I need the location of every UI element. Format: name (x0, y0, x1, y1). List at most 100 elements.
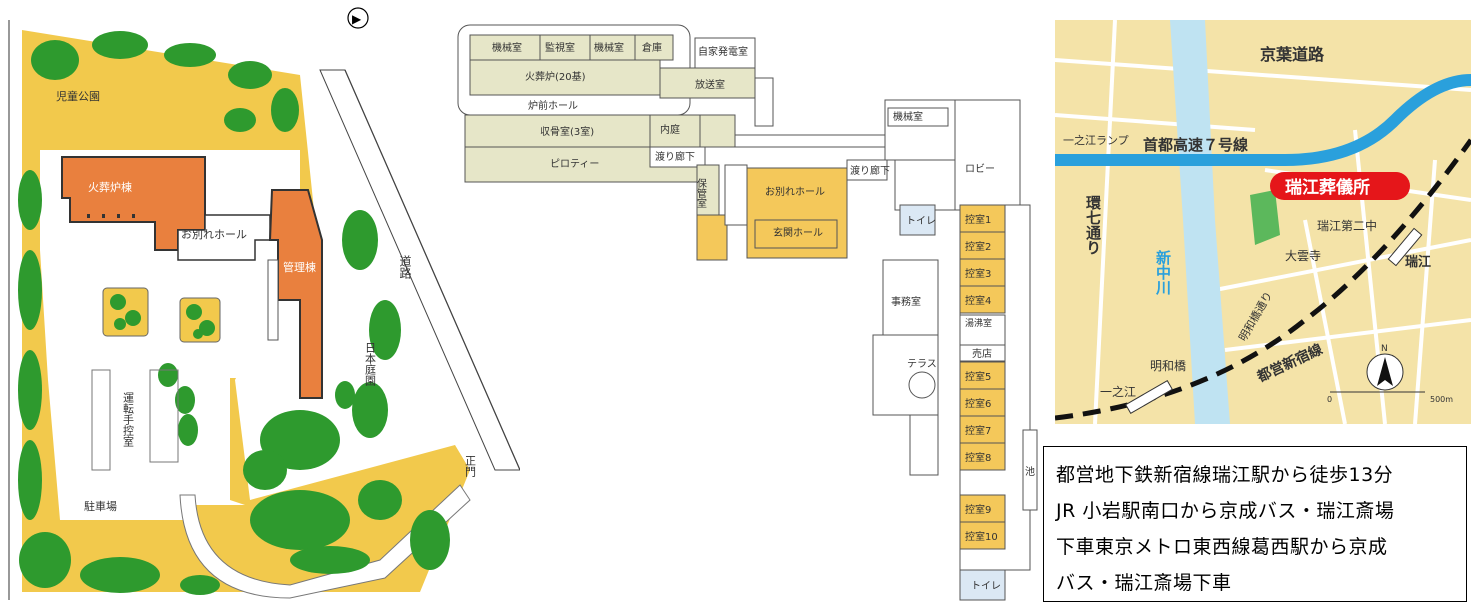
lobby-east (954, 99, 1021, 211)
label-mizue: 瑞江 (1405, 254, 1431, 270)
waiting-room-2 (959, 231, 1006, 260)
waiting-room-label-3: 控室3 (965, 267, 991, 280)
label-corridor2: 渡り廊下 (850, 164, 890, 177)
access-info-box: 都営地下鉄新宿線瑞江駅から徒歩13分 JR 小岩駅南口から京成バス・瑞江斎場 下… (1043, 446, 1467, 602)
label-storage: 倉庫 (642, 41, 662, 54)
label-corridor1: 渡り廊下 (655, 150, 695, 163)
label-park: 児童公園 (56, 89, 100, 103)
room-machine3 (887, 107, 949, 127)
waiting-room-label-8: 控室8 (965, 451, 991, 464)
waiting-room-8 (959, 442, 1006, 471)
label-machine3: 機械室 (893, 110, 923, 123)
label-mizue-2nd-jhs: 瑞江第二中 (1317, 218, 1377, 233)
room-entrance-hall (754, 219, 838, 249)
label-shin-nakagawa: 新中川 (1154, 249, 1172, 295)
label-road: 道路 (398, 255, 412, 280)
minor-streets (1054, 19, 1472, 425)
waiting-room-9 (959, 494, 1006, 523)
label-toilet2: トイレ (971, 581, 1001, 592)
access-line-4: バス・瑞江斎場下車 (1056, 572, 1232, 594)
waiting-room-4 (959, 285, 1006, 314)
waiting-room-label-2: 控室2 (965, 240, 991, 253)
shin-nakagawa-river (1170, 20, 1230, 424)
corridor-south (909, 414, 939, 476)
waiting-room-label-7: 控室7 (965, 424, 991, 437)
label-courtyard: 内庭 (660, 123, 680, 136)
room-corridor2 (846, 159, 888, 181)
funeral-hall-pin (1270, 172, 1410, 200)
label-furnace: 火葬炉(20基) (525, 70, 586, 83)
waiting-room-6 (959, 388, 1006, 417)
room-lower-left (696, 214, 728, 261)
label-keiyo-road: 京葉道路 (1260, 45, 1325, 64)
site-plan-drawing: ▶ 児童公園 火葬炉棟 お別れホール 管理棟 運転手控室 駐車場 道路 日本庭園… (8, 7, 521, 600)
label-meiwa-bridge: 明和橋 (1150, 359, 1186, 373)
label-main-gate: 正門 (464, 455, 477, 478)
label-admin-building: 管理棟 (283, 260, 316, 274)
compass-circle (347, 7, 369, 29)
label-expressway: 首都高速７号線 (1143, 136, 1248, 154)
label-toilet1: トイレ (906, 216, 936, 227)
area-map-drawing: 瑞江葬儀所 京葉道路 一之江ランプ 首都高速７号線 環七通り 瑞江第二中 大雲寺… (1054, 19, 1474, 425)
label-driver-room: 運転手控室 (122, 392, 135, 447)
label-farewell-hall: お別れホール (181, 228, 247, 241)
label-machine2: 機械室 (594, 41, 624, 54)
expressway-line (1055, 74, 1472, 166)
room-office (882, 259, 939, 341)
corridor-horizontal (734, 134, 896, 148)
waiting-room-label-9: 控室9 (965, 503, 991, 516)
corridor-vertical (724, 164, 748, 226)
waiting-room-10 (959, 521, 1006, 550)
waiting-room-label-1: 控室1 (965, 213, 991, 226)
funeral-hall-label: 瑞江葬儀所 (1285, 177, 1370, 198)
site-plan: ▶ 児童公園 火葬炉棟 お別れホール 管理棟 運転手控室 駐車場 道路 日本庭園… (0, 0, 521, 609)
scale-500: 500m (1430, 395, 1453, 404)
label-front-hall: 炉前ホール (528, 99, 578, 112)
label-ichinoe-ramp: 一之江ランプ (1063, 133, 1129, 147)
room-pond (1022, 429, 1038, 511)
room-snack (959, 314, 1006, 346)
room-toilet2 (959, 569, 1006, 601)
waiting-room-label-10: 控室10 (965, 530, 998, 543)
mizue-station-icon (1387, 227, 1423, 267)
label-lobby: ロビー (965, 163, 995, 175)
label-bone-room: 収骨室(3室) (540, 125, 594, 138)
room-broadcast (659, 67, 756, 99)
room-machine2 (589, 34, 636, 61)
admin-annex (267, 259, 279, 341)
lobby-area (894, 159, 956, 211)
waiting-room-1 (959, 204, 1006, 233)
label-cremation-building: 火葬炉棟 (88, 180, 132, 194)
area-map: 瑞江葬儀所 京葉道路 一之江ランプ 首都高速７号線 環七通り 瑞江第二中 大雲寺… (1054, 19, 1474, 425)
road-edge (344, 69, 521, 471)
label-pond: 池 (1025, 465, 1035, 478)
label-daiunji: 大雲寺 (1285, 249, 1321, 263)
room-monitor (539, 34, 591, 61)
room-toilet1 (899, 204, 936, 236)
label-terrace: テラス (907, 358, 937, 370)
access-line-1: 都営地下鉄新宿線瑞江駅から徒歩13分 (1056, 464, 1394, 486)
label-garden: 日本庭園 (364, 342, 377, 387)
label-shop: 売店 (972, 347, 992, 360)
waiting-room-7 (959, 415, 1006, 444)
tree-masses (18, 31, 450, 595)
waiting-room-label-4: 控室4 (965, 294, 991, 307)
ichinoe-station-icon (1125, 379, 1173, 415)
compass-arrow: ▶ (352, 12, 362, 26)
scale-zero: 0 (1327, 395, 1332, 404)
planter-1 (102, 287, 149, 337)
room-generator (694, 37, 756, 69)
north-arrow-icon (1377, 357, 1393, 386)
room-side (754, 77, 774, 127)
label-monitor: 監視室 (545, 41, 575, 54)
label-keep-room: 保管室 (695, 177, 707, 208)
label-snack-room: 湯沸室 (965, 317, 992, 329)
label-farewell-hall-room: お別れホール (765, 186, 825, 198)
label-piloti: ピロティー (550, 158, 599, 170)
waiting-room-label-6: 控室6 (965, 397, 991, 410)
park-area (1250, 190, 1280, 245)
label-parking: 駐車場 (84, 499, 117, 513)
